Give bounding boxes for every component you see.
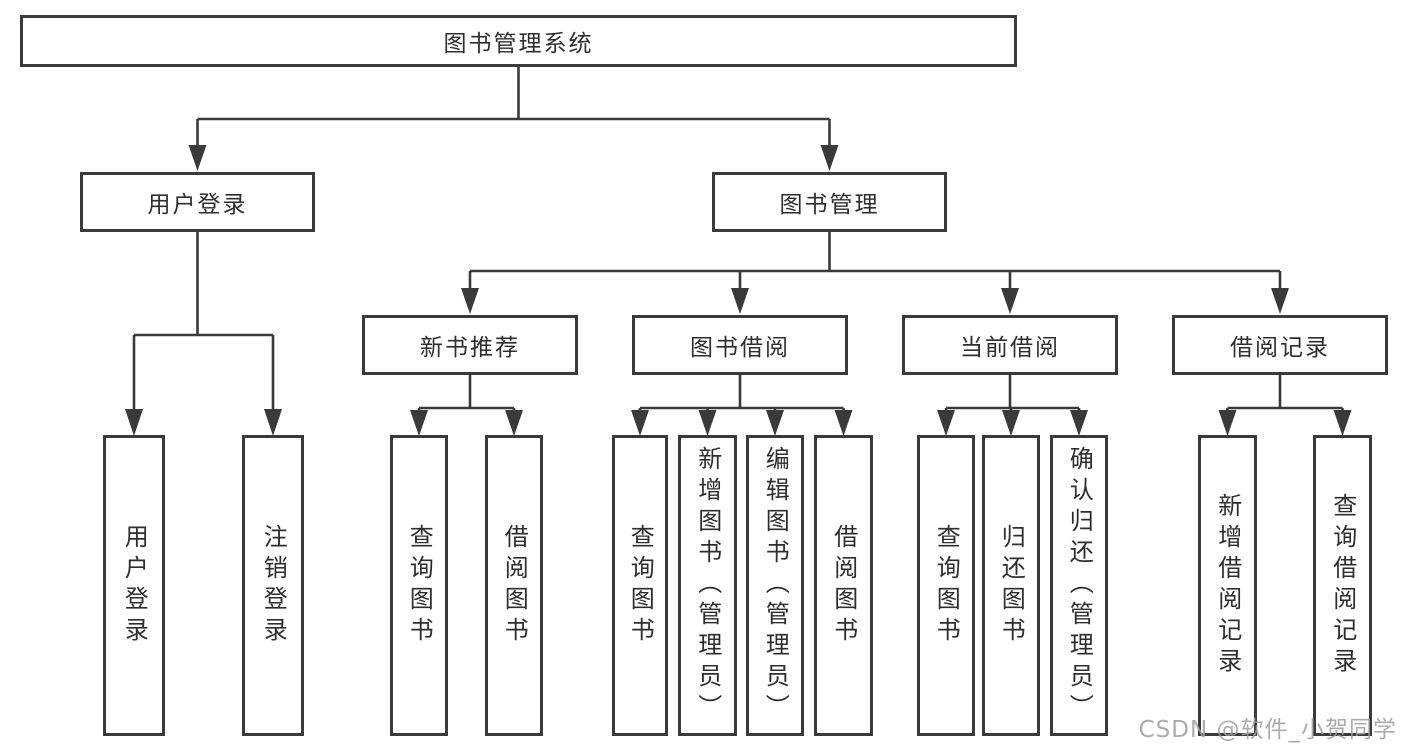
node-label: 查询图书 (405, 523, 434, 648)
node-label: 用户登录 (147, 192, 248, 218)
leaf-borrow-books-2: 借阅图书 (814, 435, 873, 736)
arrowhead (1271, 288, 1289, 314)
leaf-add-borrow-record: 新增借阅记录 (1198, 435, 1257, 736)
leaf-user-login: 用户登录 (103, 435, 165, 736)
arrowhead (698, 410, 717, 436)
node-label: 查询图书 (932, 523, 961, 648)
node-label: 当前借阅 (960, 335, 1060, 361)
node-label: 借阅图书 (829, 523, 858, 648)
node-label: 查询图书 (626, 523, 655, 648)
arrowhead (631, 410, 649, 436)
node-label: 确认归还（管理员） (1065, 446, 1094, 725)
node-current-borrowing: 当前借阅 (902, 315, 1118, 375)
arrowhead (1333, 410, 1352, 436)
node-library-system: 图书管理系统 (20, 15, 1017, 67)
arrowhead (410, 410, 428, 436)
node-label: 查询借阅记录 (1328, 492, 1357, 679)
arrowhead (188, 145, 207, 171)
node-user-login: 用户登录 (80, 172, 315, 232)
arrowhead (1002, 410, 1020, 436)
arrowhead (766, 410, 784, 436)
node-label: 新增借阅记录 (1213, 492, 1242, 679)
leaf-query-books-1: 查询图书 (390, 435, 448, 736)
arrowhead (1218, 410, 1237, 436)
arrowhead (1070, 410, 1088, 436)
arrowhead (937, 410, 955, 436)
node-label: 注销登录 (259, 523, 288, 648)
arrowhead (834, 410, 853, 436)
node-label: 用户登录 (120, 523, 149, 648)
arrowhead (505, 410, 523, 436)
arrowhead (461, 288, 479, 314)
arrowhead (125, 409, 143, 436)
leaf-query-books-2: 查询图书 (612, 435, 668, 736)
node-label: 图书管理系统 (443, 31, 594, 57)
arrowhead (820, 145, 839, 171)
node-book-management: 图书管理 (712, 172, 947, 232)
node-label: 借阅图书 (500, 523, 529, 648)
node-book-borrowing: 图书借阅 (632, 315, 848, 375)
arrowhead (264, 409, 282, 436)
leaf-add-books-admin: 新增图书（管理员） (678, 435, 737, 736)
leaf-query-borrow-record: 查询借阅记录 (1313, 435, 1372, 736)
node-label: 新书推荐 (420, 335, 520, 361)
leaf-return-books: 归还图书 (982, 435, 1040, 736)
leaf-query-books-3: 查询图书 (917, 435, 975, 736)
arrowhead (731, 288, 749, 314)
leaf-logout: 注销登录 (242, 435, 304, 736)
node-new-book-recommend: 新书推荐 (362, 315, 578, 375)
node-label: 图书借阅 (690, 335, 790, 361)
node-label: 归还图书 (997, 523, 1026, 648)
node-label: 新增图书（管理员） (693, 446, 722, 725)
leaf-borrow-books-1: 借阅图书 (485, 435, 543, 736)
node-label: 图书管理 (779, 192, 880, 218)
leaf-confirm-return-admin: 确认归还（管理员） (1050, 435, 1108, 736)
node-borrowing-records: 借阅记录 (1172, 315, 1388, 375)
node-label: 借阅记录 (1230, 335, 1330, 361)
node-label: 编辑图书（管理员） (761, 446, 790, 725)
csdn-watermark: CSDN @软件_小贺同学 (1138, 717, 1397, 743)
arrowhead (1001, 288, 1019, 314)
leaf-edit-books-admin: 编辑图书（管理员） (746, 435, 804, 736)
